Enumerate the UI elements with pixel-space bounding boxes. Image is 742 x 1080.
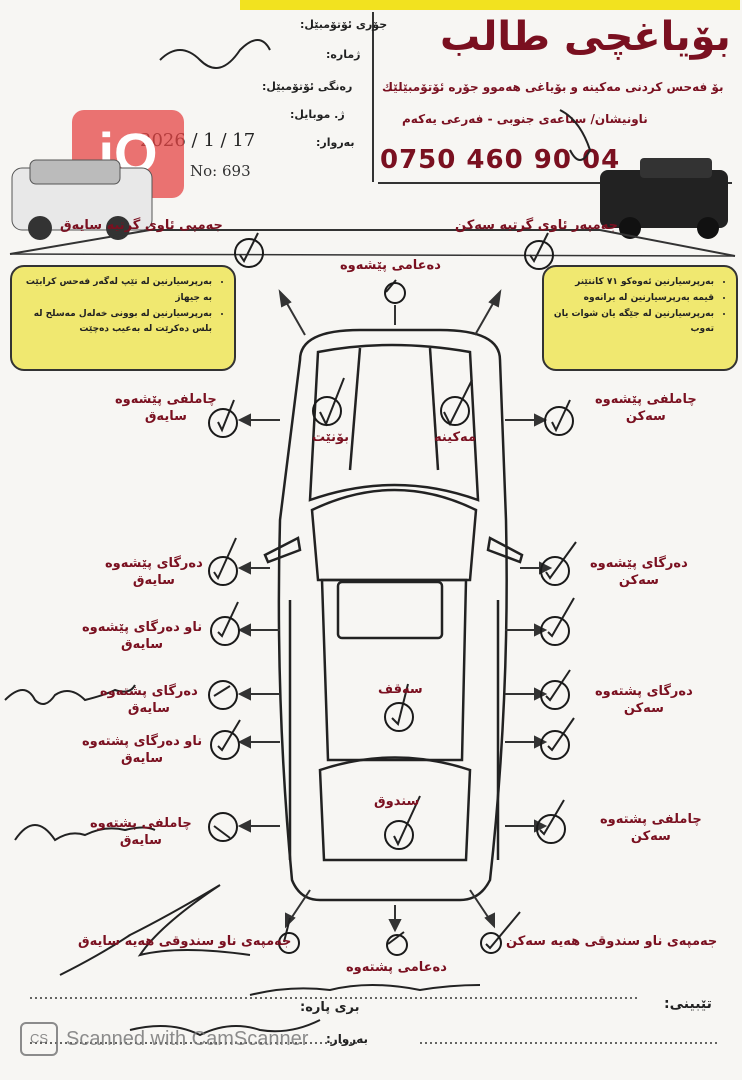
check-circle xyxy=(312,396,342,426)
label-rear-fender-left: چاملفی پشتەوە سایەق xyxy=(90,816,192,848)
label-trunk-bumper-right: جەمپەی ناو سندوقی هەیە سەکن xyxy=(506,934,718,949)
check-circle xyxy=(384,702,414,732)
label-front-fender-right: چاملفی پێشەوە سەکن xyxy=(595,392,697,424)
check-circle xyxy=(210,730,240,760)
form-field-number: ژمارە: xyxy=(326,48,361,61)
check-circle xyxy=(540,556,570,586)
form-field-color: رەنگی ئۆتۆمبێل: xyxy=(262,80,353,93)
check-circle xyxy=(536,814,566,844)
check-circle xyxy=(440,396,470,426)
label-rear-door-right: دەرگای پشتەوە سەکن xyxy=(595,684,693,716)
label-roof: سەقف xyxy=(378,682,423,697)
notes-right-item: بەرپرسیارنین ئەوەکو ٧١ کانتێنر xyxy=(552,275,714,291)
check-circle xyxy=(210,616,240,646)
check-circle xyxy=(540,616,570,646)
notes-left-item: بەرپرسیارنین لە تێپ لەگەر فەحس کرابێت بە… xyxy=(20,275,212,307)
label-front-bumper-left: جەمپی ئاوی گرتیە سایەق xyxy=(60,218,223,233)
car-top-view xyxy=(263,328,524,902)
label-bonnet: بۆنێت xyxy=(312,430,349,445)
shop-title: بۆیاغچی طالب xyxy=(440,14,731,60)
label-front-door-left: دەرگای پێشەوە سایەق xyxy=(105,556,203,588)
check-circle xyxy=(208,680,238,710)
label-inner-front-door-left: ناو دەرگای پێشەوە سایەق xyxy=(82,620,203,652)
check-circle xyxy=(384,282,406,304)
check-circle xyxy=(208,812,238,842)
camscanner-watermark: CS Scanned with CamScanner xyxy=(20,1022,308,1056)
label-inner-rear-door-left: ناو دەرگای پشتەوە سایەق xyxy=(82,734,203,766)
label-front-fender-left: چاملفی پێشەوە سایەق xyxy=(115,392,217,424)
black-suv-image xyxy=(600,158,728,239)
camscanner-badge: CS xyxy=(20,1022,58,1056)
shop-subtitle: بۆ فەحس کردنی مەکینە و بۆیاغی هەموو جۆرە… xyxy=(382,80,724,94)
header-underline xyxy=(378,182,732,184)
footer-note-label: تێبینی: xyxy=(664,996,712,1012)
check-circle xyxy=(208,408,238,438)
footer-date-label: بەروار: xyxy=(326,1032,368,1046)
header-divider xyxy=(372,12,374,182)
notes-right-item: بەرپرسیارنین لە جێگە یان شوات یان تەوب xyxy=(552,307,714,339)
white-suv-image xyxy=(11,159,153,240)
check-circle xyxy=(544,406,574,436)
footer-lines xyxy=(30,997,720,1044)
label-front-bumper-right: جەمپەر ئاوی گرتیە سەکن xyxy=(455,218,618,233)
check-circle xyxy=(278,932,300,954)
label-rear-door-left: دەرگای پشتەوە سایەق xyxy=(100,684,198,716)
top-color-band xyxy=(240,0,740,10)
check-circle xyxy=(208,556,238,586)
notes-box-left: بەرپرسیارنین لە تێپ لەگەر فەحس کرابێت بە… xyxy=(10,265,236,371)
check-circle xyxy=(480,932,502,954)
label-rear-support: دەعامی پشتەوە xyxy=(346,960,447,975)
label-trunk: سندوق xyxy=(374,794,420,809)
camscanner-text: Scanned with CamScanner xyxy=(66,1027,309,1050)
check-circle xyxy=(524,240,554,270)
check-circle xyxy=(386,934,408,956)
form-number: No: 693 xyxy=(190,162,251,180)
label-trunk-bumper-left: جەمپەی ناو سندوقی هەیە سایەق xyxy=(78,934,292,949)
check-circle xyxy=(540,680,570,710)
form-field-car-type: جۆری ئۆتۆمبێل: xyxy=(300,18,388,31)
check-circle xyxy=(540,730,570,760)
check-circle xyxy=(384,820,414,850)
form-field-mobile: ژ. موبایل: xyxy=(290,108,345,121)
label-front-support: دەعامی پێشەوە xyxy=(340,258,441,273)
form-field-date: بەروار: xyxy=(316,136,355,149)
label-front-door-right: دەرگای پێشەوە سەکن xyxy=(590,556,688,588)
check-circle xyxy=(234,238,264,268)
label-rear-fender-right: چاملفی پشتەوە سەکن xyxy=(600,812,702,844)
footer-price-label: بری پارە: xyxy=(300,1000,360,1015)
notes-left-item: بەرپرسیارنین لە بوونی خەلەل مەسلح لە بلس… xyxy=(20,307,212,339)
shop-address: ناونیشان/ سناعەی جنوبی - فەرعی یەکەم xyxy=(402,112,648,126)
notes-box-right: بەرپرسیارنین ئەوەکو ٧١ کانتێنر قیمە بەرپ… xyxy=(542,265,738,371)
label-engine: مەکینە xyxy=(434,430,476,445)
notes-right-item: قیمە بەرپرسیارنین لە برانەوە xyxy=(552,291,714,307)
